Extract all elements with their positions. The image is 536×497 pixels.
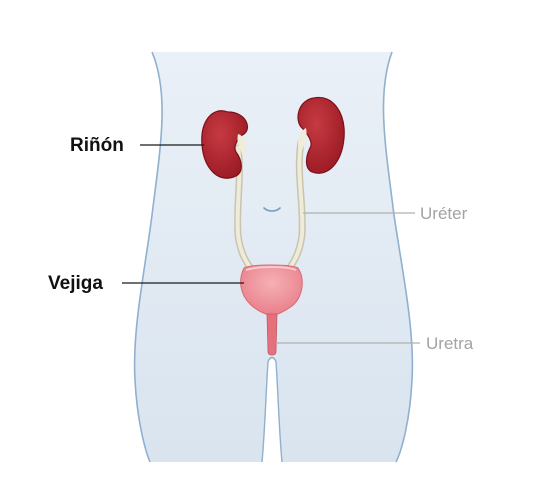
kidney-left — [201, 110, 249, 179]
ureter-label: Uréter — [420, 204, 468, 223]
bladder — [240, 264, 303, 317]
body-outline-right — [382, 51, 414, 463]
leg-gap-outline — [261, 356, 283, 463]
kidney-right-hilum — [298, 128, 307, 154]
kidney-label: Riñón — [70, 135, 124, 156]
kidney-right — [297, 96, 345, 174]
bladder-label: Vejiga — [48, 273, 103, 294]
ureter-right-inner — [286, 140, 305, 272]
body-outline-left — [133, 51, 163, 463]
bladder-rim — [245, 266, 297, 271]
navel — [263, 207, 281, 212]
urethra — [266, 313, 278, 356]
kidney-left-hilum — [237, 134, 246, 158]
body-silhouette — [134, 52, 413, 462]
urethra-label: Uretra — [426, 334, 474, 353]
